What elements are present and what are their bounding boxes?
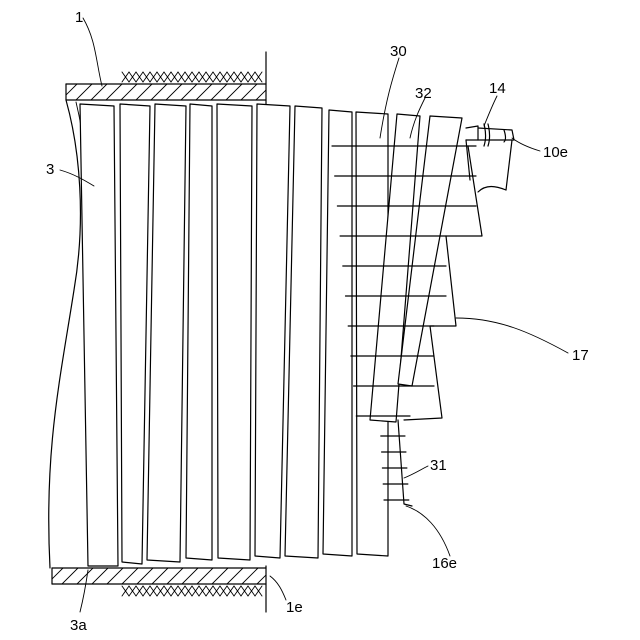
ref-16e: 16e [432, 555, 457, 572]
hatch-line [256, 84, 272, 100]
lamination-plate [147, 104, 186, 562]
hatch-line [197, 568, 213, 584]
hatch-line [106, 84, 122, 100]
bottom-housing-wall [32, 566, 288, 612]
hatch-line [241, 84, 257, 100]
zigzag-line [122, 586, 262, 596]
hatch-line [167, 568, 183, 584]
ref-3: 3 [46, 161, 54, 178]
hatch-line [227, 568, 243, 584]
hatch-line [137, 568, 153, 584]
hatch-line [136, 84, 152, 100]
lamination-plate [323, 110, 352, 556]
hatch-line [271, 84, 287, 100]
hatch-line [242, 568, 258, 584]
top-housing-wall [46, 52, 287, 104]
lamination-plate [186, 104, 212, 560]
lamination-plate [80, 104, 118, 566]
hatch-line [121, 84, 137, 100]
hatch-line [212, 568, 228, 584]
hatch-line [107, 568, 123, 584]
hatch-line [151, 84, 167, 100]
zigzag-line [122, 586, 262, 596]
hatch-line [211, 84, 227, 100]
hatch-line [47, 568, 63, 584]
zigzag-line [122, 72, 262, 82]
lamination-plate [120, 104, 150, 564]
ref-3a: 3a [70, 617, 87, 634]
hatch-line [272, 568, 288, 584]
hatch-line [152, 568, 168, 584]
ladder-edge [398, 420, 412, 506]
ref-1e: 1e [286, 599, 303, 616]
hatch-line [166, 84, 182, 100]
lamination-plates [80, 104, 462, 566]
lamination-plate [217, 104, 252, 560]
ref-30: 30 [390, 43, 407, 60]
ref-17: 17 [572, 347, 589, 364]
ref-32: 32 [415, 85, 432, 102]
hatch-line [122, 568, 138, 584]
hatch-line [32, 568, 48, 584]
hatch-line [77, 568, 93, 584]
ref-31: 31 [430, 457, 447, 474]
ref-10e: 10e [543, 144, 568, 161]
lamination-plate [255, 104, 290, 558]
hatch-line [62, 568, 78, 584]
ref-1: 1 [75, 9, 83, 26]
hatch-line [196, 84, 212, 100]
hatch-line [76, 84, 92, 100]
hatch-line [46, 84, 62, 100]
hatch-line [91, 84, 107, 100]
hatch-line [92, 568, 108, 584]
hatch-line [181, 84, 197, 100]
lamination-plate [285, 106, 322, 558]
hatch-line [182, 568, 198, 584]
hatch-line [226, 84, 242, 100]
hatch-line [61, 84, 77, 100]
ref-14: 14 [489, 80, 506, 97]
zigzag-line [122, 72, 262, 82]
